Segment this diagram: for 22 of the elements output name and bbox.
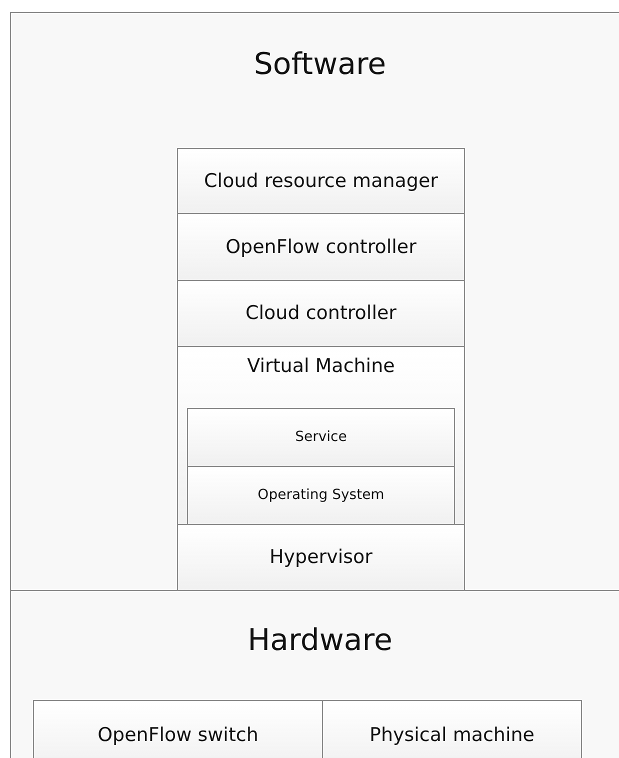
component-box xyxy=(177,524,465,591)
box-title: Virtual Machine xyxy=(246,355,396,378)
component-box xyxy=(177,148,465,214)
component-box xyxy=(177,213,465,281)
box-label: Hypervisor xyxy=(268,546,374,569)
box-label: Cloud controller xyxy=(244,302,398,325)
component-box xyxy=(177,280,465,347)
component-box xyxy=(322,700,582,758)
layer-title: Software xyxy=(252,47,388,83)
box-label: Operating System xyxy=(256,487,386,504)
component-box xyxy=(187,408,455,467)
box-label: Physical machine xyxy=(368,724,536,746)
box-label: Service xyxy=(294,429,348,446)
component-box xyxy=(33,700,323,758)
box-label: Cloud resource manager xyxy=(203,170,439,192)
layer-band xyxy=(10,12,619,591)
box-label: OpenFlow controller xyxy=(224,236,418,258)
layer-title: Hardware xyxy=(246,623,394,659)
layer-band xyxy=(10,590,619,758)
component-box xyxy=(187,466,455,525)
container-box xyxy=(177,346,465,525)
box-label: OpenFlow switch xyxy=(96,724,260,746)
